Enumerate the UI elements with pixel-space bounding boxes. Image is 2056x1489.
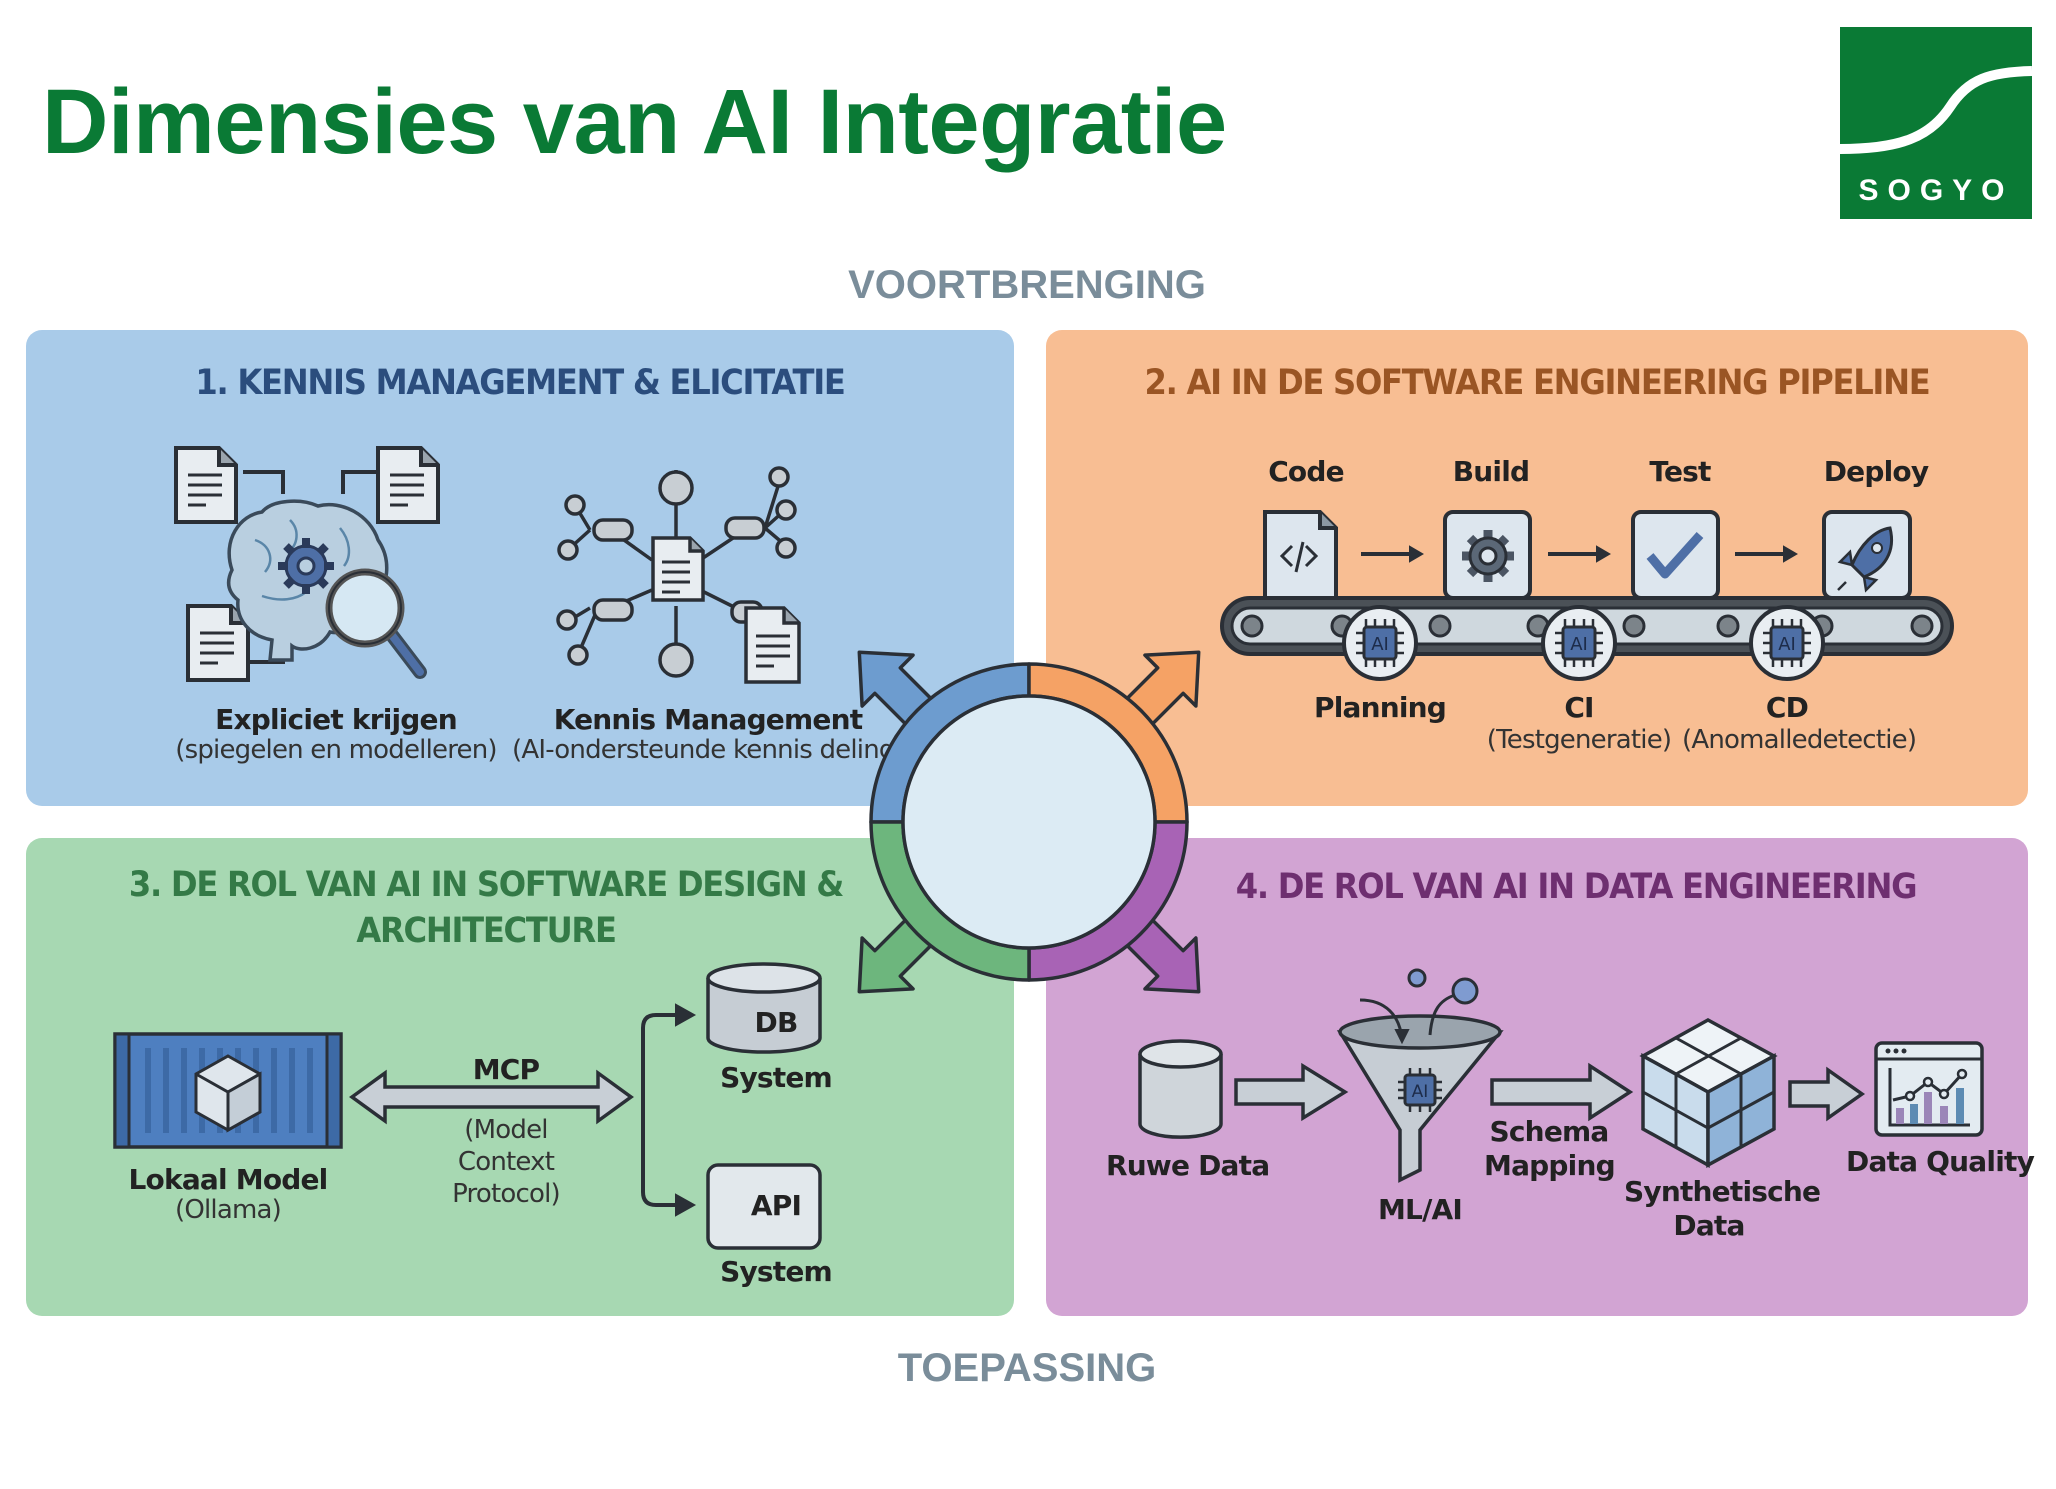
flow-arrow-icon bbox=[1788, 1066, 1866, 1122]
test-check-icon bbox=[1631, 510, 1720, 600]
protocol-sublabel: Protocol) bbox=[452, 1179, 561, 1209]
magnifier-icon bbox=[325, 568, 427, 679]
raw-data-cylinder-icon bbox=[1138, 1039, 1223, 1139]
item-sublabel: (AI-ondersteunde kennis deling) bbox=[512, 735, 905, 765]
container-icon bbox=[113, 1032, 343, 1149]
target-label: System bbox=[720, 1255, 833, 1288]
quadrant-title: 3. DE ROL VAN AI IN SOFTWARE DESIGN & AR… bbox=[81, 862, 891, 954]
logo-text: SOGYO bbox=[1858, 174, 2013, 207]
ai-chip-icon: AI bbox=[1398, 1068, 1442, 1112]
item-label: Expliciet krijgen bbox=[215, 703, 458, 736]
step-label: Data Quality bbox=[1846, 1145, 2035, 1178]
step-label: Synthetische bbox=[1624, 1175, 1821, 1208]
quadrant-software-design-architecture: 3. DE ROL VAN AI IN SOFTWARE DESIGN & AR… bbox=[26, 838, 1014, 1316]
ai-chip-text: AI bbox=[1778, 634, 1796, 655]
quadrant-title: 1. KENNIS MANAGEMENT & ELICITATIE bbox=[195, 363, 846, 403]
step-label: Schema bbox=[1489, 1115, 1610, 1148]
stage-arrows bbox=[1361, 545, 1798, 563]
ai-chip-icon: AI bbox=[1541, 605, 1617, 681]
mcp-double-arrow-icon bbox=[349, 1069, 634, 1125]
gear-icon bbox=[278, 538, 334, 594]
item-sublabel: (spiegelen en modelleren) bbox=[175, 735, 497, 765]
step-label: Ruwe Data bbox=[1106, 1149, 1270, 1182]
ring-center bbox=[901, 694, 1157, 950]
protocol-sublabel: Context bbox=[457, 1147, 555, 1177]
code-file-icon bbox=[1263, 510, 1338, 600]
document-icon bbox=[376, 446, 440, 524]
data-quality-chart-icon bbox=[1874, 1041, 1984, 1137]
document-icon bbox=[651, 536, 705, 602]
quadrant-title-line2: ARCHITECTURE bbox=[356, 911, 617, 951]
ai-point-label: Planning bbox=[1313, 691, 1447, 724]
flow-arrow-icon bbox=[1490, 1062, 1634, 1122]
sogyo-logo-mark: SOGYO bbox=[1839, 27, 2033, 219]
step-label: ML/AI bbox=[1377, 1193, 1463, 1226]
item-label: Kennis Management bbox=[553, 703, 863, 736]
architecture-diagram bbox=[113, 962, 822, 1250]
ai-point-label: CD bbox=[1765, 691, 1809, 724]
flow-arrow-icon bbox=[1234, 1062, 1349, 1122]
ai-point-sublabel: (Anomalledetectie) bbox=[1682, 725, 1917, 755]
pipeline-diagram: AI AI AI bbox=[1220, 510, 1954, 681]
model-label: Lokaal Model bbox=[128, 1163, 329, 1196]
document-icon bbox=[186, 604, 250, 682]
quadrant-kennis-management: 1. KENNIS MANAGEMENT & ELICITATIE bbox=[26, 330, 1014, 806]
stage-label: Test bbox=[1649, 455, 1711, 488]
api-icon-text: API bbox=[750, 1189, 802, 1222]
protocol-sublabel: (Model bbox=[464, 1115, 548, 1145]
build-gear-icon bbox=[1443, 510, 1532, 600]
document-icon bbox=[174, 446, 238, 524]
database-icon bbox=[706, 962, 822, 1054]
target-label: System bbox=[720, 1061, 833, 1094]
ai-chip-text: AI bbox=[1371, 634, 1389, 655]
knowledge-network-icon bbox=[556, 466, 801, 684]
deploy-rocket-icon bbox=[1822, 510, 1912, 600]
ai-chip-icon: AI bbox=[1342, 605, 1418, 681]
quadrant-software-engineering-pipeline: 2. AI IN DE SOFTWARE ENGINEERING PIPELIN… bbox=[1046, 330, 2028, 806]
db-icon-text: DB bbox=[754, 1006, 799, 1039]
api-icon bbox=[706, 1163, 822, 1250]
quadrant-data-engineering: 4. DE ROL VAN AI IN DATA ENGINEERING bbox=[1046, 838, 2035, 1316]
ai-chip-icon: AI bbox=[1749, 605, 1825, 681]
sogyo-logo: SOGYO bbox=[1839, 27, 2033, 219]
page-title: Dimensies van AI Integratie bbox=[42, 71, 1227, 173]
axis-label-toepassing: TOEPASSING bbox=[897, 1346, 1157, 1390]
synthetic-data-cube-icon bbox=[1639, 1018, 1778, 1168]
protocol-label: MCP bbox=[472, 1053, 540, 1086]
model-sublabel: (Ollama) bbox=[175, 1195, 282, 1225]
axis-label-voortbrenging: VOORTBRENGING bbox=[848, 263, 1206, 307]
stage-label: Deploy bbox=[1823, 455, 1929, 488]
quadrant-title: 2. AI IN DE SOFTWARE ENGINEERING PIPELIN… bbox=[1144, 363, 1930, 403]
stage-label: Build bbox=[1452, 455, 1530, 488]
document-icon bbox=[744, 606, 801, 684]
quadrant-title-line1: 3. DE ROL VAN AI IN SOFTWARE DESIGN & bbox=[128, 865, 844, 905]
ai-chip-text: AI bbox=[1570, 634, 1588, 655]
stage-label: Code bbox=[1268, 455, 1344, 488]
ai-point-label: CI bbox=[1564, 691, 1594, 724]
quadrant-title: 4. DE ROL VAN AI IN DATA ENGINEERING bbox=[1235, 867, 1918, 907]
ai-point-sublabel: (Testgeneratie) bbox=[1486, 725, 1672, 755]
ai-chip-text: AI bbox=[1412, 1082, 1429, 1102]
data-pipeline-diagram: AI bbox=[1138, 968, 1984, 1183]
brain-gear-magnifier-documents-icon bbox=[174, 446, 440, 682]
step-label: Data bbox=[1673, 1209, 1745, 1242]
step-label: Mapping bbox=[1484, 1149, 1616, 1182]
funnel-icon: AI bbox=[1336, 968, 1504, 1183]
